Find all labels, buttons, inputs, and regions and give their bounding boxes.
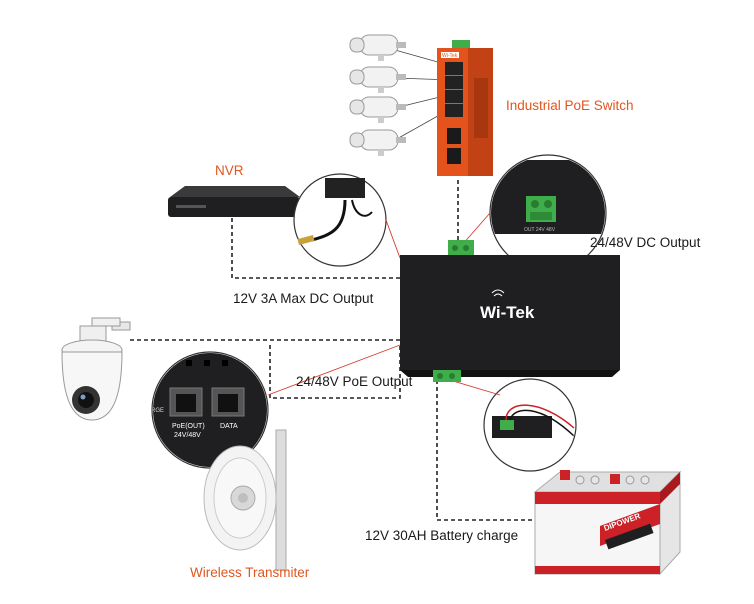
nvr-device: [168, 186, 300, 217]
industrial-poe-switch: Wi-Tek: [437, 40, 493, 176]
bullet-camera-icon: [349, 34, 406, 61]
bullet-camera-icon: [349, 66, 406, 93]
svg-text:PoE(OUT): PoE(OUT): [172, 423, 205, 430]
wireless-poe-line: [269, 345, 401, 399]
wireless-label: Wireless Transmiter: [190, 565, 310, 580]
dc-terminal-callout: OUT 24V 48V: [489, 154, 607, 272]
battery-wire-callout: [483, 378, 577, 472]
nvr-dc-line: [231, 218, 400, 279]
wi-tek-device: Wi-Tek: [400, 240, 620, 382]
svg-text:OUT 24V 48V: OUT 24V 48V: [524, 227, 556, 233]
bullet-camera-icon: [349, 129, 406, 156]
battery-label: 12V 30AH Battery charge: [365, 528, 519, 543]
wireless-dish-icon: [203, 429, 287, 571]
ptz-camera-icon: [61, 317, 131, 421]
switch-label: Industrial PoE Switch: [506, 98, 634, 113]
dc-cable-callout: [293, 173, 387, 267]
battery-icon: DIPOWER: [533, 470, 682, 576]
bullet-camera-icon: [349, 96, 406, 123]
nvr-label: NVR: [215, 163, 244, 178]
svg-text:DATA: DATA: [220, 423, 238, 430]
battery-line: [436, 380, 535, 521]
poe-output-label: 24/48V PoE Output: [296, 374, 413, 389]
dc-12v-label: 12V 3A Max DC Output: [233, 291, 374, 306]
svg-text:24V/48V: 24V/48V: [174, 432, 201, 439]
svg-text:RGE: RGE: [151, 408, 164, 414]
dc-48v-label: 24/48V DC Output: [590, 235, 701, 250]
bullet-camera-icons: [349, 34, 406, 156]
svg-text:Wi-Tek: Wi-Tek: [442, 53, 458, 59]
connection-lines: [130, 180, 535, 521]
wi-tek-logo: Wi-Tek: [480, 303, 535, 322]
